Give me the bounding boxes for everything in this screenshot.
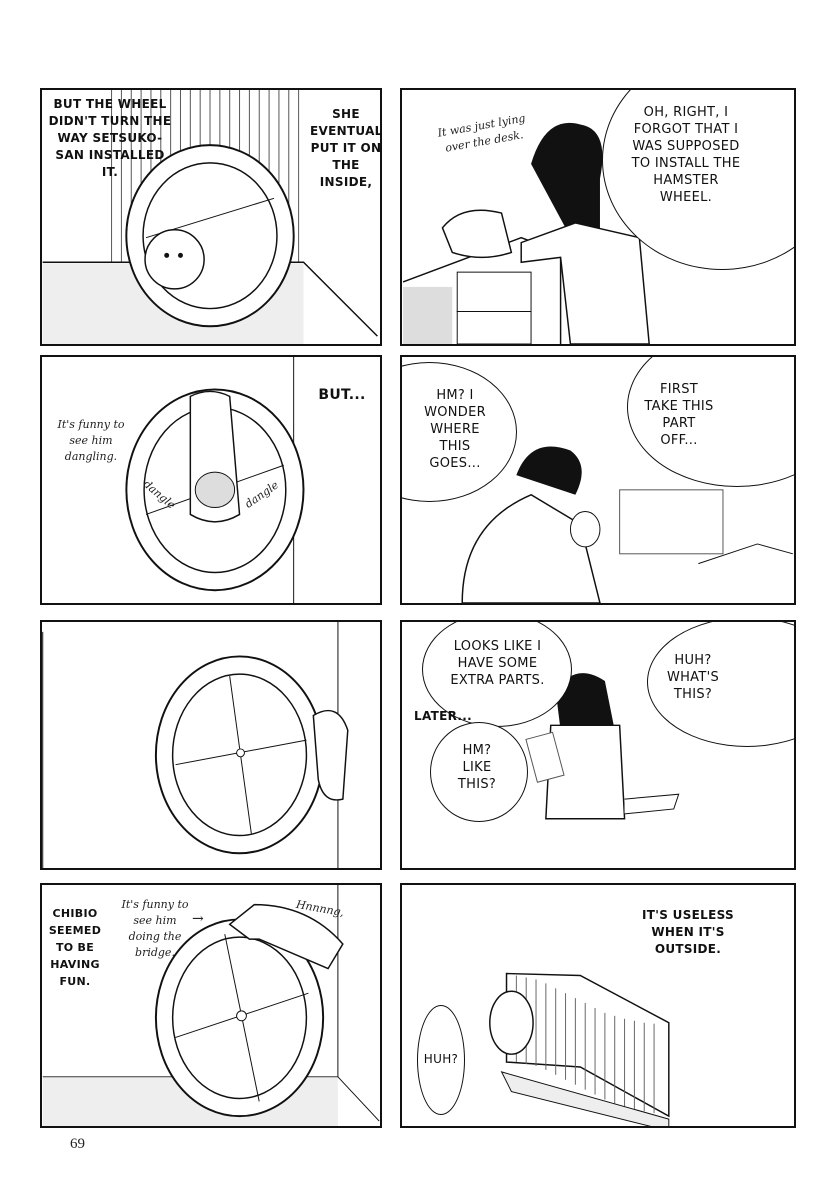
- hamster-dangling-illustration: [125, 357, 305, 603]
- panel-5: [40, 620, 382, 870]
- narration-caption: LATER...: [414, 709, 472, 723]
- panel-8: IT'S USELESS WHEN IT'S OUTSIDE. HUH?: [400, 883, 796, 1128]
- hamster-bridge-illustration: [42, 885, 380, 1126]
- narration-caption: SHE EVENTUALLY PUT IT ON THE INSIDE,: [310, 107, 382, 189]
- speech-text: LOOKS LIKE I HAVE SOME EXTRA PARTS.: [450, 639, 545, 688]
- speech-bubble: [417, 1005, 465, 1115]
- hamster-on-wheel-illustration: [42, 622, 349, 868]
- handwritten-note: It's funny to see him dangling.: [57, 418, 125, 463]
- narration-caption: BUT...: [318, 387, 366, 403]
- panel-1: BUT THE WHEEL DIDN'T TURN THE WAY SETSUK…: [40, 88, 382, 346]
- panel-6: LOOKS LIKE I HAVE SOME EXTRA PARTS. HUH?…: [400, 620, 796, 870]
- arrow-icon: →: [192, 911, 204, 927]
- narration-caption: IT'S USELESS WHEN IT'S OUTSIDE.: [642, 908, 734, 956]
- panel-4: HM? I WONDER WHERE THIS GOES... FIRST TA…: [400, 355, 796, 605]
- panel-2: It was just lying over the desk. OH, RIG…: [400, 88, 796, 346]
- speech-text: HUH? WHAT'S THIS?: [666, 653, 720, 702]
- speech-text: HUH?: [423, 1052, 459, 1066]
- narration-caption: CHIBIO SEEMED TO BE HAVING FUN.: [48, 907, 102, 988]
- speech-text: HM? LIKE THIS?: [457, 743, 497, 792]
- speech-text: HM? I WONDER WHERE THIS GOES...: [424, 388, 486, 471]
- panel-3: It's funny to see him dangling. BUT... d…: [40, 355, 382, 605]
- narration-caption: BUT THE WHEEL DIDN'T TURN THE WAY SETSUK…: [48, 97, 172, 179]
- speech-text: FIRST TAKE THIS PART OFF...: [644, 382, 714, 448]
- woman-at-desk-illustration: [402, 122, 650, 344]
- handwritten-note: It's funny to see him doing the bridge.: [121, 898, 189, 959]
- speech-bubble: [430, 722, 528, 822]
- panel-7: CHIBIO SEEMED TO BE HAVING FUN. It's fun…: [40, 883, 382, 1128]
- woman-sitting-illustration: [525, 673, 680, 820]
- speech-bubble: [422, 622, 572, 727]
- speech-text: OH, RIGHT, I FORGOT THAT I WAS SUPPOSED …: [631, 105, 741, 205]
- hamster-wheel-cage-illustration: [42, 90, 378, 344]
- cage-with-outside-wheel-illustration: [489, 972, 670, 1126]
- page-number: 69: [70, 1136, 85, 1152]
- woman-crouching-illustration: [461, 446, 793, 603]
